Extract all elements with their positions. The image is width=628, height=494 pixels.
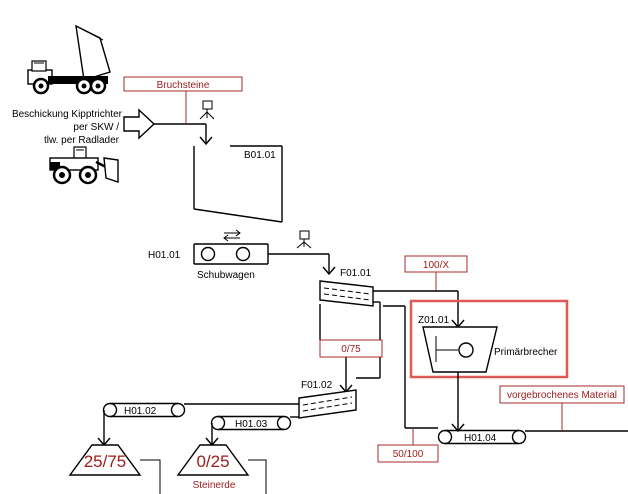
tag-075: 0/75 <box>341 344 361 355</box>
tag-bruchsteine: Bruchsteine <box>157 80 210 91</box>
level-sensor-icon <box>296 230 312 249</box>
wheel-loader-icon <box>49 146 119 185</box>
tag-bruchsteine-box <box>123 76 243 92</box>
label-h0104: H01.04 <box>464 433 497 444</box>
label-schubwagen: Schubwagen <box>197 270 255 281</box>
tag-075-box <box>319 339 383 358</box>
conveyor-h0104 <box>437 429 527 445</box>
label-steinerde: Steinerde <box>193 480 236 491</box>
feed-text-line-3: tlw. per Radlader <box>44 135 120 146</box>
level-sensor-icon <box>199 100 215 120</box>
label-b0101: B01.01 <box>244 150 276 161</box>
label-f0102: F01.02 <box>301 380 333 391</box>
conveyor-h0101 <box>193 243 269 265</box>
tag-50100: 50/100 <box>393 449 424 460</box>
stockpile-025 <box>176 444 267 494</box>
tag-vorgebrochen: vorgebrochenes Material <box>507 390 617 401</box>
label-h0102: H01.02 <box>124 406 157 417</box>
tag-100x: 100/X <box>423 260 449 271</box>
label-h0103: H01.03 <box>235 419 268 430</box>
direction-arrows-icon <box>223 229 241 242</box>
label-primaerbrecher: Primärbrecher <box>494 347 558 358</box>
label-z0101: Z01.01 <box>418 315 450 326</box>
tag-50100-box <box>377 444 439 463</box>
crusher-z0101 <box>422 326 498 373</box>
label-h0101: H01.01 <box>148 250 181 261</box>
conveyor-h0103 <box>210 415 292 431</box>
stockpile-label-025: 0/25 <box>196 452 229 471</box>
screen-f0102 <box>298 389 357 419</box>
feed-text-line-1: Beschickung Kipptrichter <box>12 109 123 120</box>
feed-arrow <box>123 108 156 140</box>
feed-text-line-2: per SKW / <box>73 122 119 133</box>
stockpile-2575 <box>68 444 161 494</box>
conveyor-h0102 <box>102 402 186 418</box>
hopper-b0101 <box>193 145 283 223</box>
label-f0101: F01.01 <box>340 268 372 279</box>
dump-truck-icon <box>27 24 111 95</box>
highlight-primaerbrecher <box>409 299 569 379</box>
screen-f0101 <box>319 280 374 307</box>
stockpile-label-2575: 25/75 <box>84 452 127 471</box>
